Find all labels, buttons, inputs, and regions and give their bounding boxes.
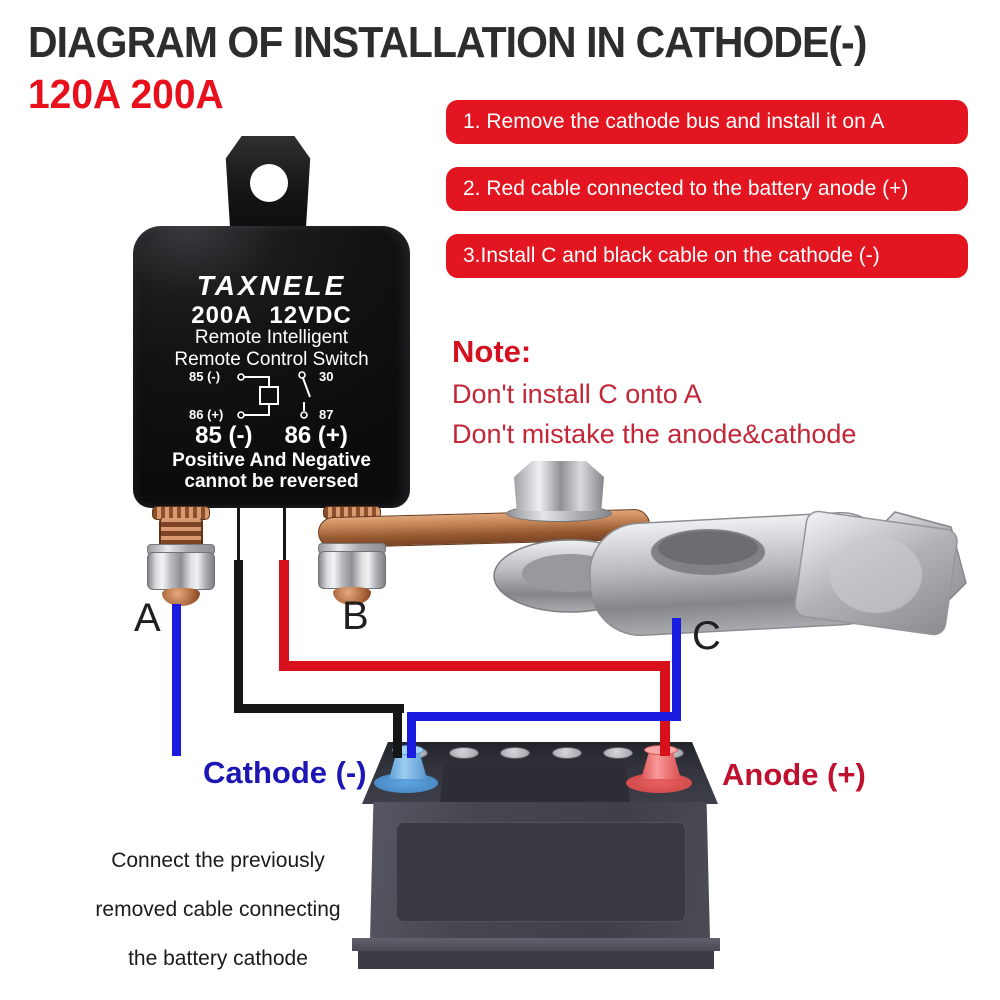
pins-row-86: 86 (+) [284,422,348,449]
relay-subtitle-2: Remote Control Switch [174,349,369,370]
pin-86-label: 86 (+) [189,407,223,422]
note-line-1: Don't install C onto A [452,379,702,409]
clamp-hole-inner [658,531,758,565]
footnote-line-2: removed cable connecting [95,898,341,921]
step-banner-2: 2. Red cable connected to the battery an… [446,167,968,211]
busbar-hex-bolt [514,461,604,511]
step-banner-3: 3.Install C and black cable on the catho… [446,234,968,278]
relay-device: TAXNELE 200A 12VDC Remote Intelligent Re… [133,226,410,508]
pin-86-terminal [237,411,245,419]
clamp-c-cable-vertical [672,618,681,721]
relay-subtitle-1: Remote Intelligent [194,327,349,348]
pin-87-label: 87 [319,407,333,422]
clamp-plate-stamp [830,537,922,613]
terminal-a-hex-nut [147,552,215,590]
battery-clamp-c [493,510,967,637]
clamp-c-cable-horizontal [407,712,681,721]
red-cable-vertical [279,560,289,671]
relay-pin-lead-black [237,508,240,566]
black-cable-drop [393,704,402,758]
pin-30-label: 30 [319,369,333,384]
red-cable-horizontal [279,661,670,671]
black-cable-vertical [234,560,243,713]
battery-base [358,951,714,969]
note-heading: Note: [452,334,532,369]
relay-mounting-hole [250,164,288,202]
footnote-line-3: the battery cathode [128,947,308,970]
red-cable-drop [660,661,670,756]
vent-cap [602,747,633,759]
terminal-a-copper-tip [162,588,200,606]
pins-row-85: 85 (-) [195,422,253,449]
relay-warning-2: cannot be reversed [184,471,359,492]
terminal-label-b: B [342,594,369,638]
capacity-rating: 120A 200A [28,71,224,117]
terminal-b-copper-tip [333,587,371,605]
coil-wire-top [244,376,270,387]
step-banner-1: 1. Remove the cathode bus and install it… [446,100,968,144]
footnote-line-1: Connect the previously [111,849,325,872]
terminal-a-blue-cable [172,604,181,756]
relay-pin-schematic: 85 (-) 86 (+) 30 87 [189,369,333,422]
anode-label: Anode (+) [722,757,866,792]
terminal-a-threaded-stud [159,518,203,548]
battery-vent-caps [398,747,684,761]
page-title: DIAGRAM OF INSTALLATION IN CATHODE(-) [28,18,867,67]
black-cable-horizontal [234,704,404,713]
pin-85-terminal [237,373,245,381]
relay-rating: 200A 12VDC [191,302,352,329]
relay-pins-row: 85 (-) 86 (+) [133,422,410,450]
coil-symbol [259,386,279,405]
terminal-label-c: C [692,614,721,658]
battery-lid-ridge [440,765,630,803]
battery-base-lip [352,938,720,951]
coil-wire-bottom [244,404,270,416]
vent-cap [449,747,480,759]
switch-blade [302,377,311,398]
terminal-b-hex-nut [318,551,386,589]
footnote: Connect the previously removed cable con… [88,836,348,983]
pin-87-terminal [300,411,308,419]
vent-cap [500,747,531,759]
pin-85-label: 85 (-) [189,369,220,384]
terminal-label-a: A [134,596,161,640]
relay-warning-1: Positive And Negative [172,450,371,471]
battery-front-panel [396,822,686,922]
relay-brand: TAXNELE [196,270,347,301]
note-line-2: Don't mistake the anode&cathode [452,419,857,449]
relay-pin-lead-red [283,508,286,566]
vent-cap [551,747,582,759]
cathode-label: Cathode (-) [203,755,367,790]
clamp-c-cable-drop [407,712,416,758]
pin-30-terminal [298,371,306,379]
